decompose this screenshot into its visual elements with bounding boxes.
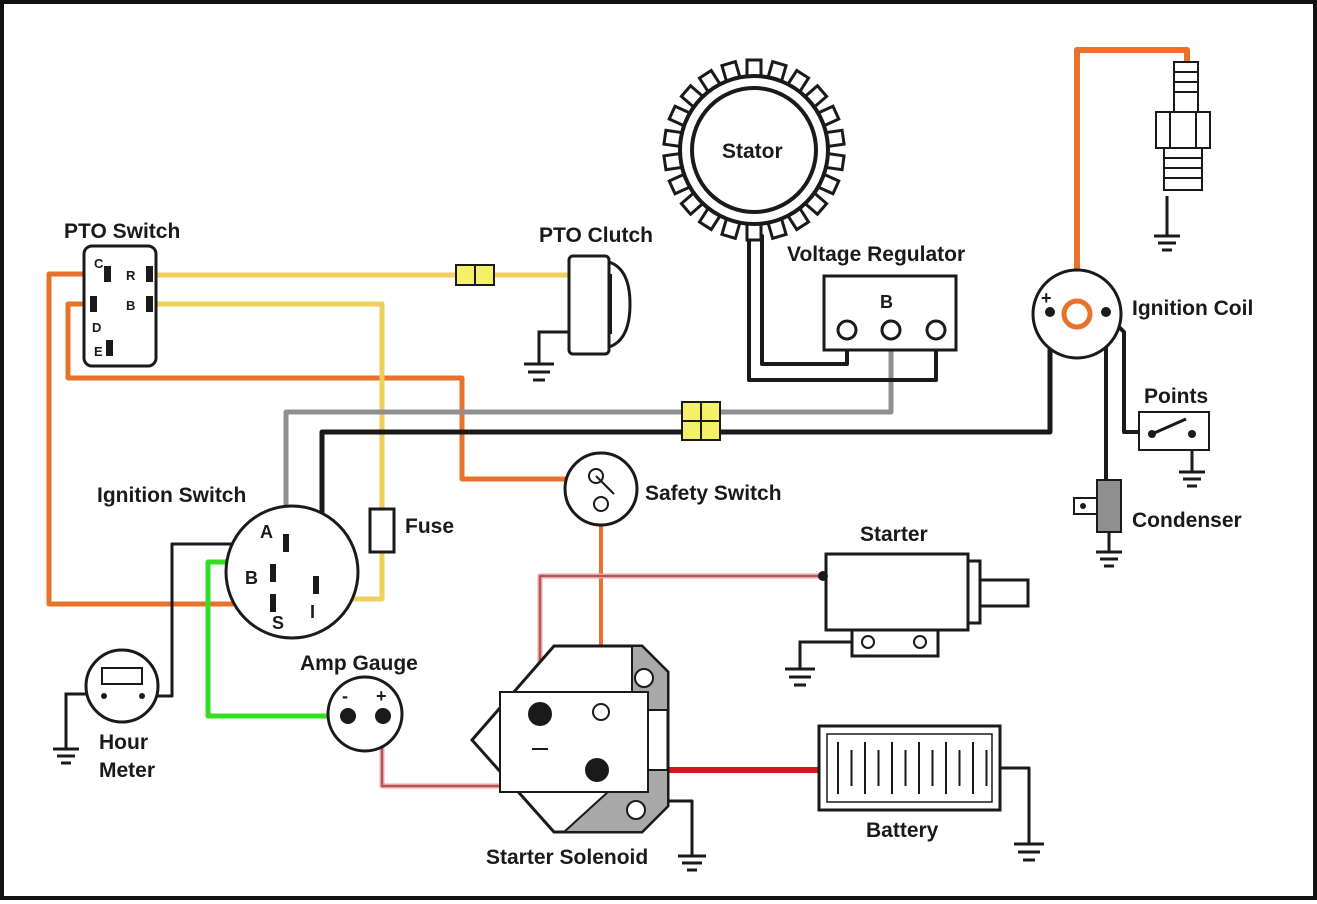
label-battery: Battery xyxy=(866,819,939,842)
label-hour-meter-line1: Hour xyxy=(99,731,148,754)
ground-symbol-starter xyxy=(785,640,852,687)
ignition-coil: + xyxy=(1031,268,1123,360)
ground-symbol-condenser xyxy=(1096,532,1122,568)
grounds xyxy=(53,196,1205,872)
label-safety-switch: Safety Switch xyxy=(645,482,782,505)
pto-terminal-b: B xyxy=(126,298,135,313)
starter-solenoid xyxy=(470,644,670,834)
voltage-regulator: B xyxy=(822,274,958,352)
label-starter: Starter xyxy=(860,523,928,546)
pto-terminal-e: E xyxy=(94,344,103,359)
ignition-terminal-s: S xyxy=(272,613,284,633)
spark-plug xyxy=(1155,61,1211,191)
wire-battery-to-ground xyxy=(998,766,1031,846)
label-ignition-switch: Ignition Switch xyxy=(97,484,246,507)
connector-pto-clutch xyxy=(455,264,495,286)
starter-motor xyxy=(818,552,1030,658)
ignition-terminal-a: A xyxy=(260,522,273,542)
label-condenser: Condenser xyxy=(1132,509,1242,532)
points xyxy=(1138,411,1210,451)
amp-terminal-minus: - xyxy=(342,686,348,706)
ground-symbol-spark-plug xyxy=(1154,196,1180,252)
label-amp-gauge: Amp Gauge xyxy=(300,652,418,675)
pto-switch: C R B D E xyxy=(82,244,158,368)
coil-terminal-plus: + xyxy=(1041,288,1052,308)
wire-pto-d-to-safety-switch xyxy=(65,301,589,482)
ground-symbol-pto-clutch xyxy=(524,330,569,382)
diagram-canvas: C R B D E B xyxy=(46,47,1253,872)
battery xyxy=(817,724,1002,812)
wire-ignition-b-to-amp-gauge xyxy=(205,559,349,719)
label-pto-clutch: PTO Clutch xyxy=(539,224,653,247)
wire-pto-c-to-ignition-s xyxy=(46,271,275,607)
label-hour-meter-line2: Meter xyxy=(99,759,155,782)
label-starter-solenoid: Starter Solenoid xyxy=(486,846,648,869)
safety-switch xyxy=(563,451,639,527)
label-points: Points xyxy=(1144,385,1208,408)
ignition-switch: A B S I xyxy=(224,504,360,640)
ignition-terminal-b: B xyxy=(245,568,258,588)
wire-regulator-to-ignition-a xyxy=(283,336,894,547)
ground-symbol-battery xyxy=(1014,842,1044,862)
label-fuse: Fuse xyxy=(405,515,454,538)
label-ignition-coil: Ignition Coil xyxy=(1132,297,1253,320)
hour-meter xyxy=(84,648,160,724)
fuse xyxy=(368,507,396,554)
condenser xyxy=(1073,479,1122,533)
amp-gauge: - + xyxy=(326,675,404,753)
ground-symbol-solenoid xyxy=(678,854,706,872)
wire-stator-to-regulator xyxy=(747,234,938,382)
regulator-terminal-b: B xyxy=(880,292,893,312)
pto-terminal-c: C xyxy=(94,256,104,271)
ignition-terminal-i: I xyxy=(310,602,315,622)
wire-pto-b-to-fuse xyxy=(151,301,385,512)
connector-regulator-coil xyxy=(681,401,721,441)
label-pto-switch: PTO Switch xyxy=(64,220,180,243)
pto-terminal-d: D xyxy=(92,320,101,335)
pto-clutch xyxy=(567,254,632,356)
label-voltage-regulator: Voltage Regulator xyxy=(787,243,965,266)
amp-terminal-plus: + xyxy=(376,686,387,706)
pto-terminal-r: R xyxy=(126,268,136,283)
label-stator: Stator xyxy=(722,140,783,163)
wire-coil-to-spark-plug xyxy=(1074,47,1190,312)
labels: PTO Switch PTO Clutch Stator Voltage Reg… xyxy=(64,140,1253,869)
stator xyxy=(662,58,846,242)
